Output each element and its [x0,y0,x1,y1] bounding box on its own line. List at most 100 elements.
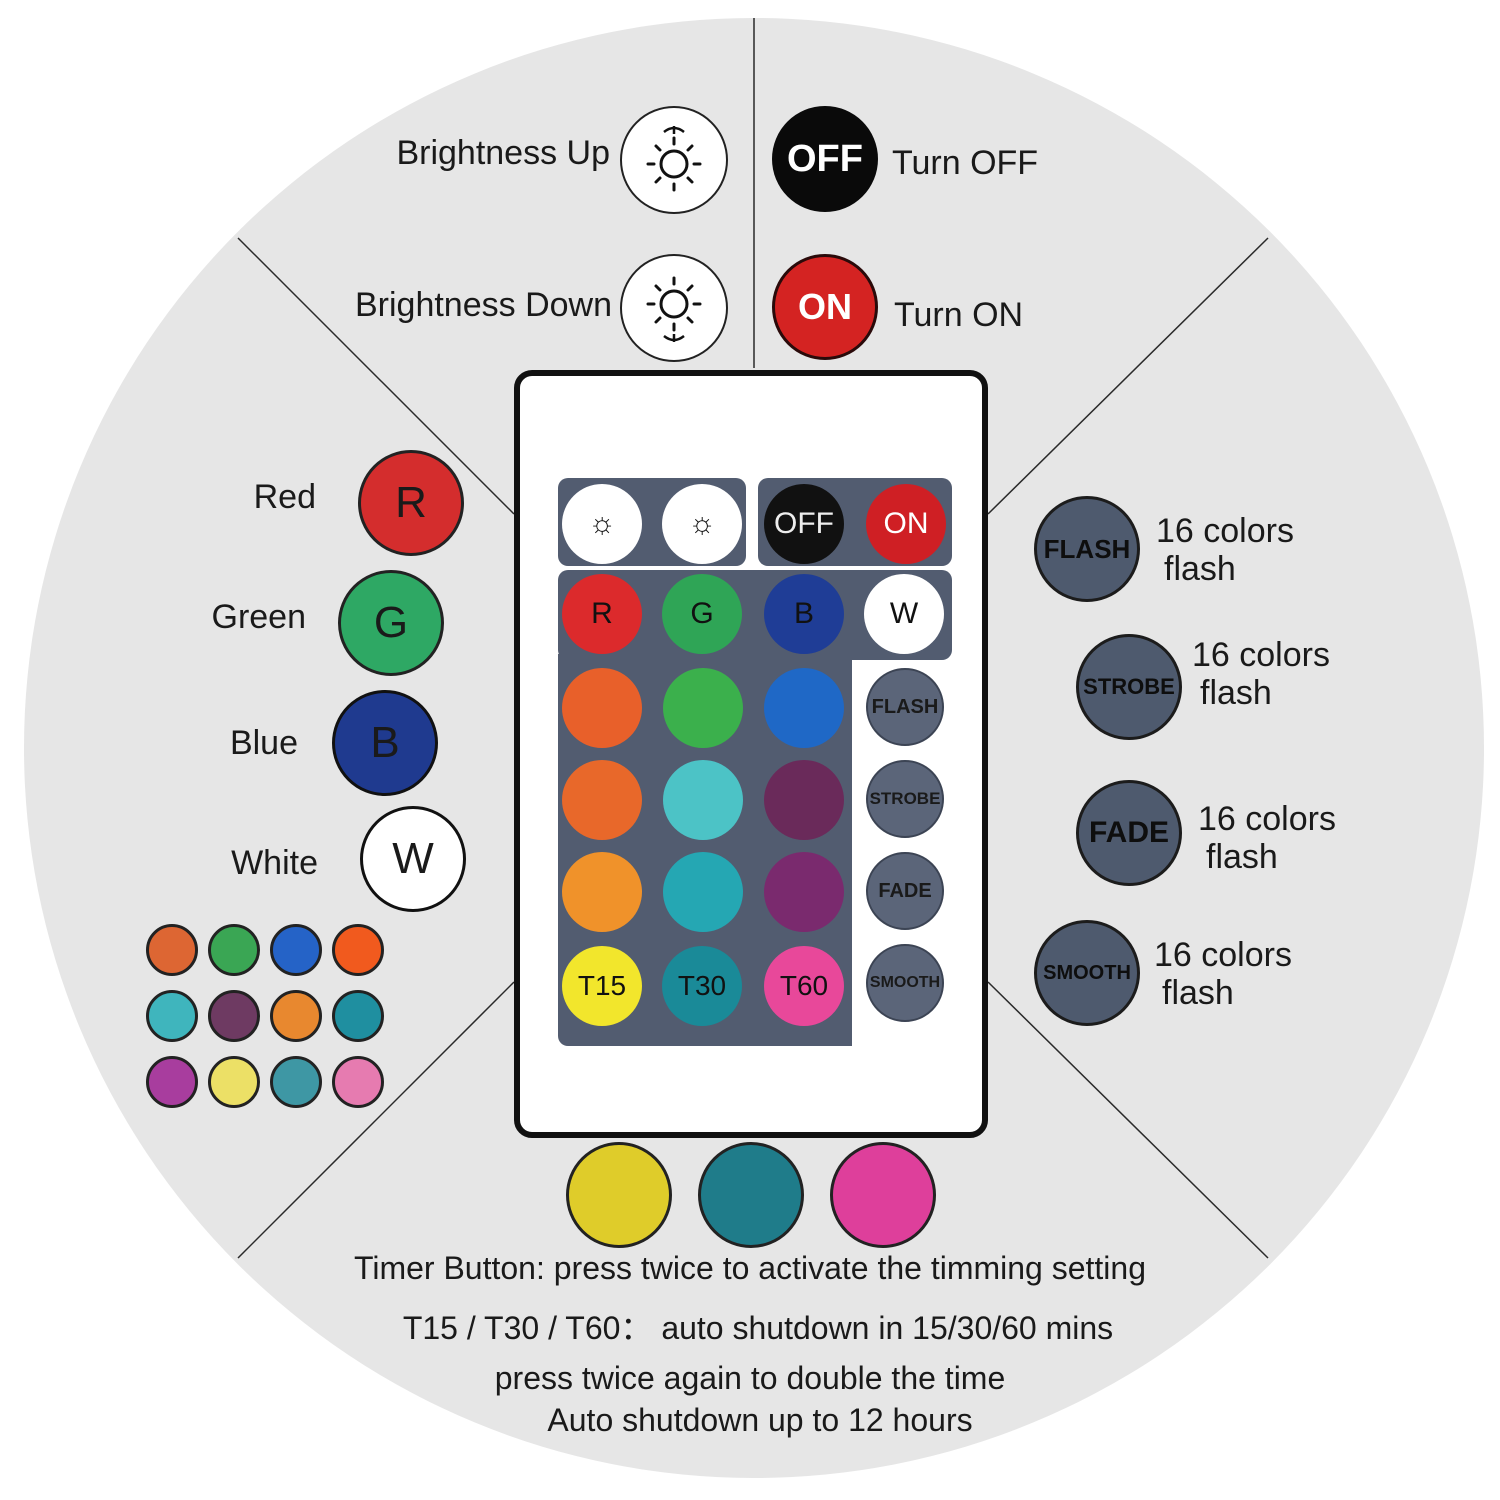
remote-blue-button[interactable]: B [764,574,844,654]
mode-button-strobe-text: STROBE [1083,674,1175,699]
mode-button-smooth[interactable]: SMOOTH [1034,920,1140,1026]
sun-arrow-up-icon [646,126,702,192]
remote-color-button[interactable] [663,668,743,748]
remote-color-button[interactable] [764,760,844,840]
mode-desc-fade: 16 colors flash [1198,800,1336,876]
mode-desc-smooth: 16 colors flash [1154,936,1292,1012]
color-button-red[interactable]: R [358,450,464,556]
sun-arrow-down-icon [646,276,702,342]
mode-desc-flash: 16 colors flash [1156,512,1294,588]
color-button-blue[interactable]: B [332,690,438,796]
remote-t15-button[interactable]: T15 [562,946,642,1026]
turn-off-label: Turn OFF [892,144,1039,182]
remote-color-button[interactable] [562,668,642,748]
palette-swatch [332,990,384,1042]
remote-strobe-text: STROBE [869,789,941,808]
remote-sun-up-icon: ☼ [588,507,616,540]
mode-button-smooth-text: SMOOTH [1043,961,1131,984]
mode-desc-flash-line2: flash [1164,550,1236,588]
on-button[interactable]: ON [772,254,878,360]
brightness-down-button[interactable] [620,254,728,362]
remote-flash-button[interactable]: FLASH [866,668,944,746]
palette-swatch [270,924,322,976]
color-button-white-text: W [392,834,434,883]
brightness-up-label: Brightness Up [396,134,610,172]
color-button-white[interactable]: W [360,806,466,912]
off-button[interactable]: OFF [772,106,878,212]
mode-button-fade-text: FADE [1088,816,1169,849]
remote-t60-button[interactable]: T60 [764,946,844,1026]
remote-color-button[interactable] [764,668,844,748]
remote-color-button[interactable] [663,760,743,840]
timer-swatch [830,1142,936,1248]
mode-button-flash[interactable]: FLASH [1034,496,1140,602]
mode-desc-strobe-line2: flash [1200,674,1272,712]
mode-desc-strobe: 16 colors flash [1192,636,1330,712]
mode-desc-flash-line1: 16 colors [1156,512,1294,550]
off-button-text: OFF [787,137,863,180]
remote-red-text: R [591,597,613,630]
remote-brightness-down-button[interactable]: ☼ [662,484,742,564]
timer-note-line2: T15 / T30 / T60： auto shutdown in 15/30/… [402,1310,1114,1346]
remote-color-button[interactable] [663,852,743,932]
color-label-red: Red [253,478,316,516]
remote-off-button[interactable]: OFF [764,484,844,564]
palette-swatch [146,990,198,1042]
remote-color-button[interactable] [562,852,642,932]
color-label-white: White [231,844,318,882]
brightness-down-label: Brightness Down [354,286,612,324]
timer-note-line1: Timer Button: press twice to activate th… [353,1250,1146,1286]
timer-swatch [698,1142,804,1248]
mode-desc-strobe-line1: 16 colors [1192,636,1330,674]
timer-note-line4: Auto shutdown up to 12 hours [547,1402,973,1438]
remote-color-button[interactable] [764,852,844,932]
color-label-blue: Blue [229,724,298,762]
color-button-blue-text: B [370,718,400,767]
remote-on-button[interactable]: ON [866,484,946,564]
remote-t15-text: T15 [577,970,627,1001]
remote-fade-button[interactable]: FADE [866,852,944,930]
brightness-up-button[interactable] [620,106,728,214]
remote-color-button[interactable] [562,760,642,840]
remote-t30-button[interactable]: T30 [662,946,742,1026]
mode-button-fade[interactable]: FADE [1076,780,1182,886]
color-button-green-text: G [373,598,409,647]
remote-green-text: G [690,597,714,630]
mode-button-strobe[interactable]: STROBE [1076,634,1182,740]
palette-swatch [208,1056,260,1108]
remote-sun-down-icon: ☼ [688,507,716,540]
remote-off-text: OFF [774,507,834,540]
timer-note-line3: press twice again to double the time [494,1360,1006,1396]
remote-blue-text: B [793,597,814,630]
mode-button-flash-text: FLASH [1043,533,1131,564]
remote-green-button[interactable]: G [662,574,742,654]
remote-white-button[interactable]: W [864,574,944,654]
remote-t60-text: T60 [779,970,829,1001]
turn-on-label: Turn ON [894,296,1024,334]
palette-swatch [208,990,260,1042]
remote-brightness-up-button[interactable]: ☼ [562,484,642,564]
remote-t30-text: T30 [677,970,727,1001]
palette-swatch [208,924,260,976]
remote-strobe-button[interactable]: STROBE [866,760,944,838]
remote-control: ☼ ☼ OFF ON R G B W T15 T30 T60 [514,370,988,1138]
palette-swatch [146,1056,198,1108]
palette-swatch [146,924,198,976]
palette-swatch [332,924,384,976]
remote-flash-text: FLASH [871,695,939,718]
color-button-green[interactable]: G [338,570,444,676]
mode-desc-fade-line2: flash [1206,838,1278,876]
color-button-red-text: R [395,478,427,527]
remote-on-text: ON [883,507,929,540]
mode-desc-smooth-line2: flash [1162,974,1234,1012]
mode-desc-fade-line1: 16 colors [1198,800,1336,838]
remote-smooth-button[interactable]: SMOOTH [866,944,944,1022]
remote-white-text: W [889,597,919,630]
timer-swatch [566,1142,672,1248]
remote-red-button[interactable]: R [562,574,642,654]
palette-swatch [270,990,322,1042]
color-label-green: Green [211,598,307,636]
on-button-text: ON [798,286,852,327]
mode-desc-smooth-line1: 16 colors [1154,936,1292,974]
